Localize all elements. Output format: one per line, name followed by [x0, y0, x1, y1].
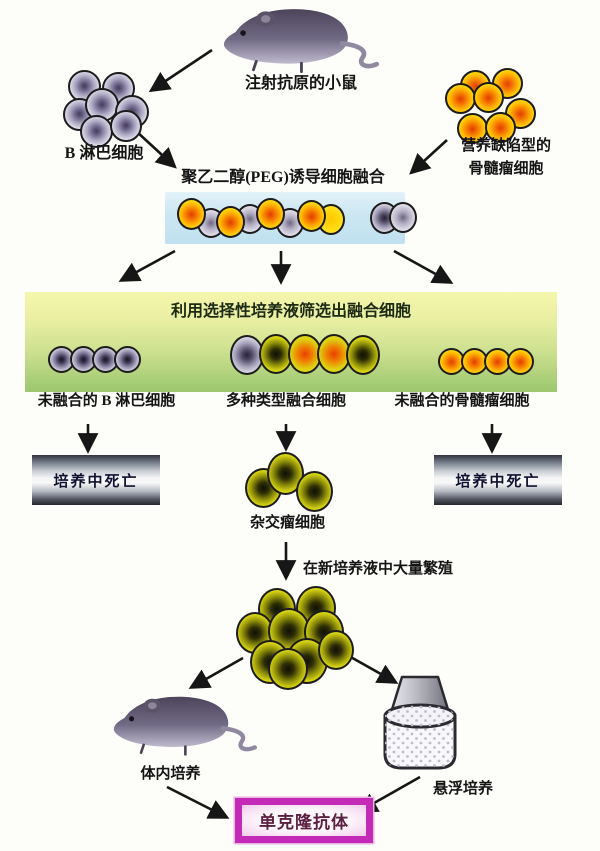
hybridoma-label: 杂交瘤细胞 [249, 515, 325, 531]
cell [177, 198, 206, 230]
cell [296, 471, 333, 512]
unfused-b-cells-row [48, 346, 143, 376]
cell [445, 83, 476, 114]
cell [110, 110, 142, 142]
peg-title: 聚乙二醇(PEG)诱导细胞融合 [181, 169, 385, 186]
arrow-peg-to-right [393, 249, 454, 284]
cell [216, 206, 245, 238]
proliferate-label: 在新培养液中大量繁殖 [303, 561, 454, 577]
cell [114, 346, 141, 373]
cell [346, 335, 380, 375]
cell [297, 200, 326, 232]
myeloma-cell-cluster [440, 60, 550, 155]
arrow-invivo-to-result [166, 785, 230, 819]
cell [389, 202, 417, 233]
cell [68, 70, 101, 103]
peg-fusion-band [165, 192, 417, 244]
hybridoma-cells [245, 450, 335, 514]
fused-mixed-label: 多种类型融合细胞 [225, 393, 346, 409]
myeloma-label-line2: 骨髓瘤细胞 [468, 161, 544, 177]
unfused-myeloma-label: 未融合的骨髓瘤细胞 [394, 393, 530, 409]
cell [92, 346, 119, 373]
cell [507, 348, 534, 375]
unfused-myeloma-row [438, 348, 536, 376]
cell [473, 82, 504, 113]
proliferating-cell-cluster [234, 584, 359, 694]
selection-title: 利用选择性培养液筛选出融合细胞 [170, 303, 411, 320]
injected-mouse-label: 注射抗原的小鼠 [244, 75, 357, 92]
myeloma-label-line1: 营养缺陷型的 [460, 138, 551, 154]
in-vivo-label: 体内培养 [140, 766, 201, 782]
cell [317, 334, 351, 374]
cell [492, 68, 523, 99]
arrow-peg-to-left [118, 249, 176, 282]
unfused-b-label: 未融合的 B 淋巴细胞 [37, 393, 176, 409]
mouse-icon [113, 696, 258, 756]
culture-flask-icon [383, 675, 457, 770]
monoclonal-antibody-box: 单克隆抗体 [235, 798, 373, 843]
cell [288, 334, 322, 374]
b-cells-label: B 淋巴细胞 [64, 145, 144, 162]
cell [256, 198, 285, 230]
death-bar-left: 培养中死亡 [32, 455, 160, 505]
death-bar-right: 培养中死亡 [434, 455, 562, 505]
fused-cells-row [230, 334, 382, 376]
cell [485, 112, 516, 143]
monoclonal-antibody-label: 单克隆抗体 [242, 805, 366, 836]
suspension-label: 悬浮培养 [432, 781, 493, 797]
cell [318, 630, 354, 670]
b-lymphocyte-cluster [56, 60, 166, 160]
cell [457, 113, 488, 144]
mouse-icon [223, 9, 380, 74]
cell [268, 648, 308, 690]
